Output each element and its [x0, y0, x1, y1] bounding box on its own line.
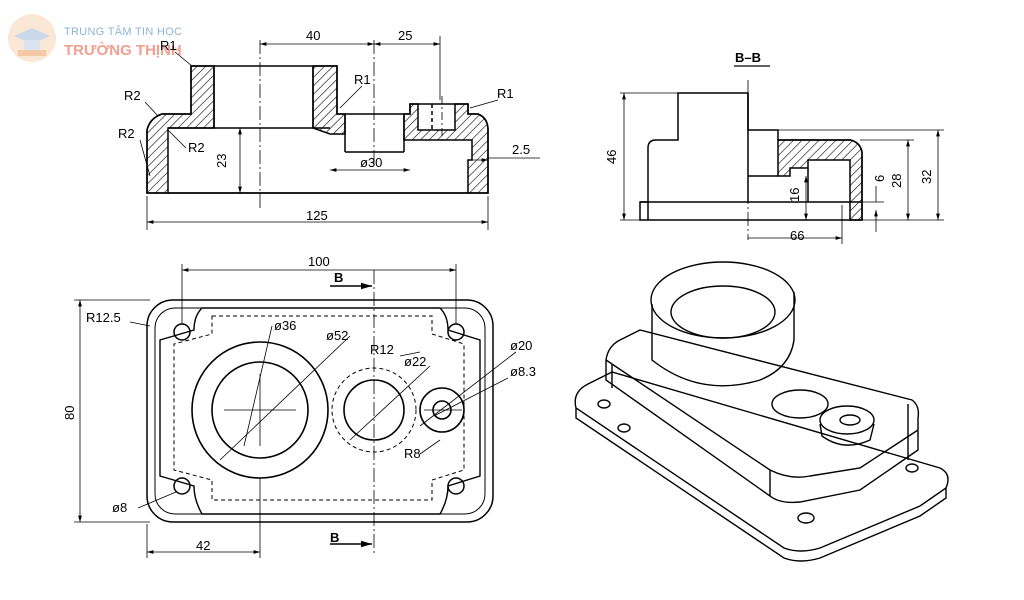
front-view	[139, 36, 540, 230]
dim-28: 28	[889, 174, 904, 188]
boss-d20	[419, 387, 465, 433]
dim-r1-mid: R1	[354, 72, 371, 87]
dim-6: 6	[872, 175, 887, 182]
hatch-right-wall	[403, 103, 489, 194]
dim-46: 46	[604, 150, 619, 164]
top-view-labels: 100 80 R12.5 ø36 ø52 R12 ø22 ø20 ø8.3 R8…	[62, 254, 536, 553]
section-view	[620, 65, 944, 244]
iso-boss-bore	[670, 285, 776, 339]
hatch-boss-right	[312, 65, 346, 135]
section-title: B–B	[735, 50, 761, 65]
dim-r12-5: R12.5	[86, 310, 121, 325]
dim-d20: ø20	[510, 338, 532, 353]
dim-80: 80	[62, 406, 77, 420]
dim-125: 125	[306, 208, 328, 223]
iso-boss	[651, 292, 795, 387]
dim-d52: ø52	[326, 328, 348, 343]
dim-d8-3: ø8.3	[510, 364, 536, 379]
dim-r2-top: R2	[124, 88, 141, 103]
hatch-left-wall	[146, 65, 215, 194]
top-inner-wall	[159, 307, 481, 515]
dim-d8: ø8	[112, 500, 127, 515]
section-view-labels: B–B 46 32 28 16 6 66	[604, 50, 934, 243]
hole-br	[447, 477, 465, 495]
bore-d36	[211, 361, 309, 459]
dim-66: 66	[790, 228, 804, 243]
dim-40: 40	[306, 28, 320, 43]
logo: TRUNG TÂM TIN HỌC TRƯỜNG THỊNH	[4, 10, 214, 70]
dim-r2-bottom: R2	[118, 126, 135, 141]
iso-boss-top	[650, 261, 796, 339]
dim-d36: ø36	[274, 318, 296, 333]
graduation-cap-icon	[8, 14, 56, 62]
iso-flange	[574, 371, 949, 552]
section-hatch-wall	[777, 139, 863, 221]
dim-42: 42	[196, 538, 210, 553]
dim-23: 23	[214, 154, 229, 168]
dim-r1-right: R1	[497, 86, 514, 101]
logo-line-1: TRUNG TÂM TIN HỌC	[64, 26, 183, 38]
dim-25: 25	[398, 28, 412, 43]
iso-hole-d22	[771, 389, 829, 419]
dim-r2-inner: R2	[188, 140, 205, 155]
dim-r1-top: R1	[160, 38, 177, 53]
top-outer-flange	[146, 299, 494, 523]
cut-label-b-top: B	[334, 270, 343, 285]
dim-r8: R8	[404, 446, 421, 461]
dim-100: 100	[308, 254, 330, 269]
cut-label-b-bottom: B	[330, 530, 339, 545]
dim-d30: ø30	[360, 155, 382, 170]
dim-16: 16	[787, 188, 802, 202]
front-view-labels: 40 25 R1 R1 R1 R2 R2 R2 23 ø30 2.5 125	[118, 28, 530, 223]
dim-r12: R12	[370, 342, 394, 357]
iso-small-boss	[819, 423, 875, 446]
dim-2-5: 2.5	[512, 142, 530, 157]
top-body	[154, 307, 486, 515]
isometric-view	[574, 261, 949, 562]
iso-body	[605, 329, 920, 504]
top-hidden-outline	[173, 315, 465, 501]
logo-line-2: TRƯỜNG THỊNH	[64, 42, 182, 59]
top-view	[74, 264, 517, 558]
dim-d22: ø22	[404, 354, 426, 369]
dim-32: 32	[919, 170, 934, 184]
hole-bl	[173, 477, 191, 495]
